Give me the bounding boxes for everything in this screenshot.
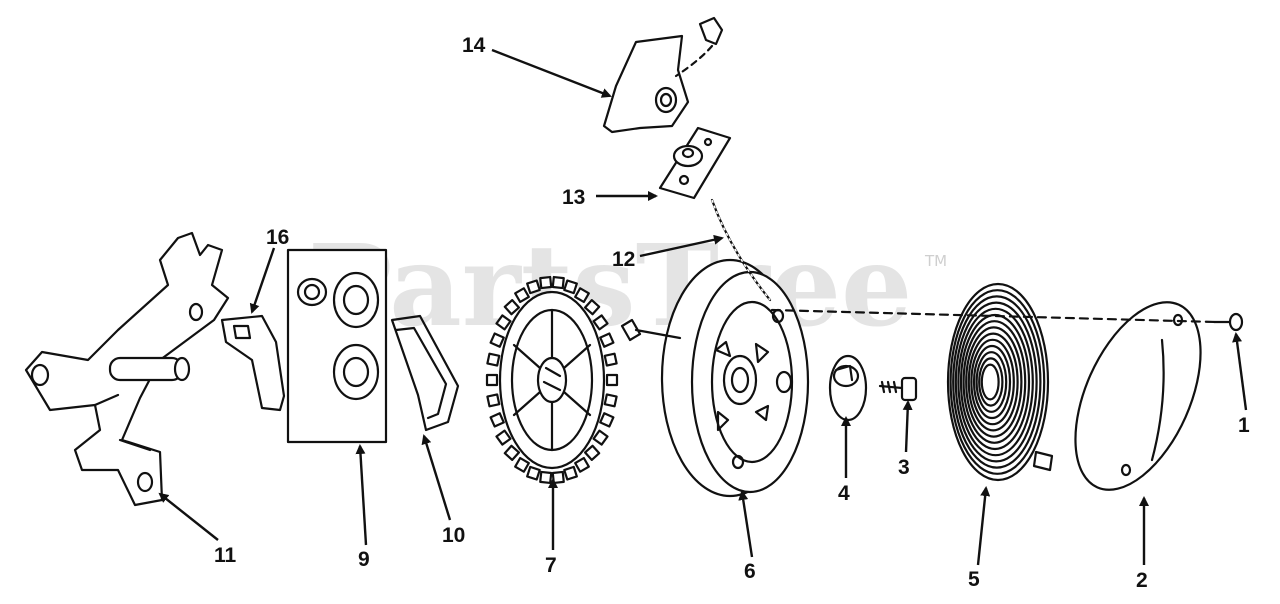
part-6-pulley (620, 258, 810, 498)
part-11-bracket (24, 231, 230, 507)
gear-tooth (486, 393, 501, 408)
spring-coil (962, 320, 1027, 444)
spring-coil (946, 282, 1050, 482)
callout-leaders (158, 48, 1248, 566)
callout-2: 2 (1136, 569, 1148, 592)
part-14-handle (602, 16, 724, 134)
callout-13: 13 (562, 186, 585, 209)
spring-coil (972, 344, 1012, 420)
watermark-trademark: TM (924, 252, 947, 270)
gear-tooth (526, 465, 541, 481)
gear-tooth (592, 314, 609, 331)
gear-tooth (539, 470, 553, 485)
gear-tooth (489, 332, 505, 348)
gear-tooth (489, 412, 505, 428)
spring-coil (965, 326, 1023, 438)
spring-coil (952, 295, 1042, 469)
assembly-line (770, 308, 1218, 324)
gear-tooth (605, 373, 619, 387)
callout-9: 9 (358, 548, 370, 571)
callout-14: 14 (462, 34, 486, 57)
gear-tooth (583, 444, 601, 461)
part-7-gear (485, 275, 619, 485)
gear-tooth (603, 352, 618, 367)
callout-12: 12 (612, 248, 635, 271)
gear-tooth (526, 279, 541, 295)
gear-tooth (563, 465, 578, 481)
gear-tooth (599, 332, 615, 348)
gear-tooth (486, 352, 501, 367)
gear-tooth (574, 456, 590, 473)
gear-tooth (574, 287, 590, 304)
callout-6: 6 (744, 560, 756, 583)
gear-tooth (592, 429, 609, 446)
callout-3: 3 (898, 456, 910, 479)
callout-labels: 1 2 3 4 5 6 7 9 10 11 12 13 14 16 (214, 34, 1250, 592)
gear-tooth (563, 279, 578, 295)
spring-coil (970, 338, 1015, 426)
part-16-pawl (220, 314, 286, 412)
spring-coil (975, 351, 1008, 413)
part-2-cover (1074, 301, 1202, 491)
part-12-rope (710, 198, 772, 302)
spring-coil (949, 289, 1046, 475)
callout-11: 11 (214, 544, 237, 567)
part-1-screw (1212, 312, 1244, 332)
gear-tooth (495, 314, 512, 331)
gear-tooth (514, 456, 530, 473)
spring-coil (957, 307, 1034, 457)
callout-10: 10 (442, 524, 465, 547)
callout-1: 1 (1238, 414, 1250, 437)
spring-coil (959, 313, 1031, 451)
callout-7: 7 (545, 554, 557, 577)
spring-coil (980, 363, 1000, 401)
gear-tooth (503, 444, 521, 461)
gear-tooth (539, 275, 553, 290)
part-5-recoil-spring (946, 282, 1054, 482)
gear-tooth (551, 470, 565, 485)
spring-hook (1032, 450, 1054, 472)
gear-tooth (485, 373, 499, 387)
part-3-screw (878, 376, 918, 402)
callout-16: 16 (266, 226, 289, 249)
gear-tooth (495, 429, 512, 446)
gear-tooth (551, 275, 565, 290)
part-13-plate (658, 126, 732, 200)
part-4-bushing (828, 354, 868, 422)
callout-5: 5 (968, 568, 980, 591)
watermark-text: PartsTree (308, 221, 912, 352)
spring-coil (954, 301, 1038, 463)
part-9-washer-kit (286, 248, 388, 444)
gear-tooth (503, 299, 521, 316)
gear-tooth (603, 393, 618, 408)
gear-tooth (599, 412, 615, 428)
gear-tooth (514, 287, 530, 304)
spring-coil (967, 332, 1019, 432)
callout-4: 4 (838, 482, 850, 505)
part-10-wire-spring (390, 314, 460, 432)
gear-tooth (583, 299, 601, 316)
spring-coil (978, 357, 1004, 407)
